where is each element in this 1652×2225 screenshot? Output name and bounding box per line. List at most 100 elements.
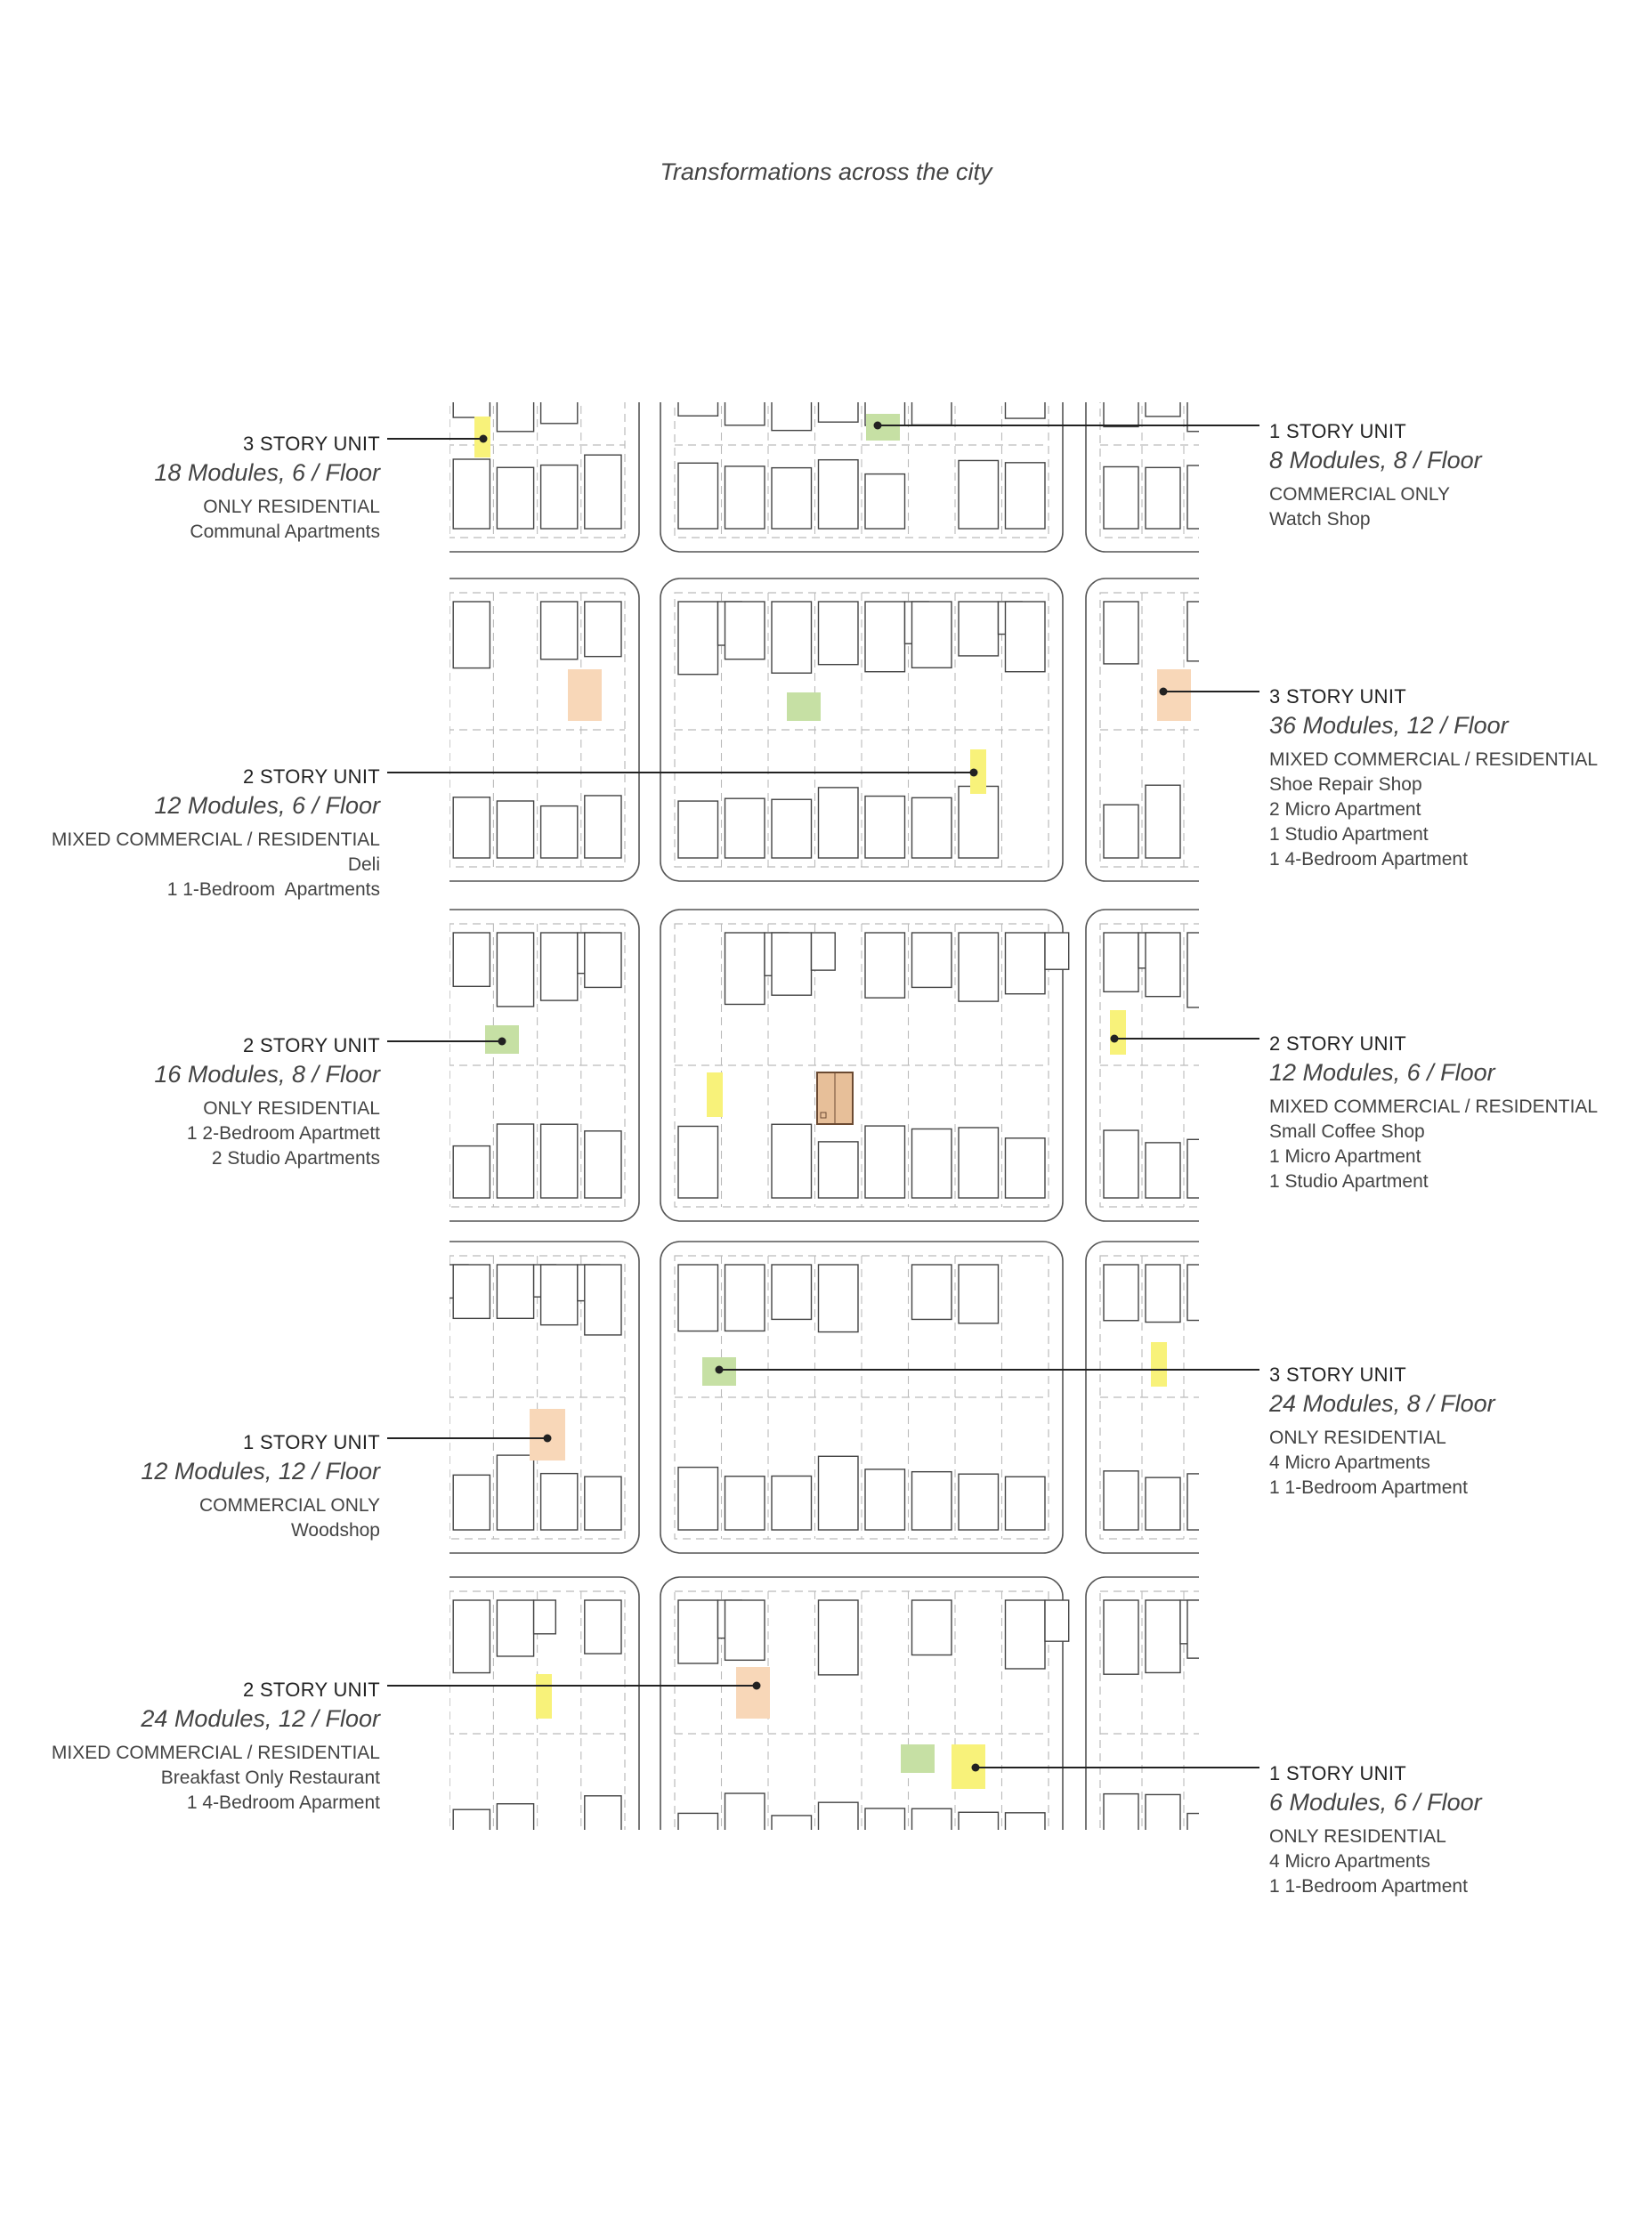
callout-2-story-coffee-shop: 2 STORY UNIT 12 Modules, 6 / Floor MIXED… [1269, 1031, 1652, 1194]
house-footprint [817, 787, 859, 859]
callout-detail: Communal Apartments [190, 522, 380, 542]
callout-details: COMMERCIAL ONLY Woodshop [0, 1493, 380, 1543]
house-footprint [409, 933, 446, 991]
house-footprint [1145, 1793, 1181, 1830]
featured-unit-detail [820, 1112, 827, 1119]
house-footprint [1004, 462, 1046, 530]
callout-detail: 4 Micro Apartments [1269, 1851, 1430, 1872]
house-footprint [724, 1599, 765, 1662]
house-footprint [1229, 465, 1264, 529]
house-footprint [452, 1808, 491, 1830]
house-footprint [539, 1472, 579, 1531]
callout-detail: ONLY RESIDENTIAL [1269, 1826, 1446, 1847]
city-block [660, 402, 1064, 553]
city-block [660, 1241, 1064, 1554]
house-footprint [911, 1128, 952, 1199]
callout-detail: COMMERCIAL ONLY [198, 1495, 380, 1516]
house-footprint [1145, 1599, 1181, 1674]
house-footprint [771, 1264, 813, 1321]
unit-highlight [866, 414, 900, 441]
callout-details: COMMERCIAL ONLY Watch Shop [1269, 482, 1652, 532]
callout-detail: MIXED COMMERCIAL / RESIDENTIAL [1269, 1096, 1599, 1117]
callout-modules: 18 Modules, 6 / Floor [154, 459, 380, 486]
leader-lines [387, 421, 1259, 1772]
house-footprint [677, 462, 719, 530]
house-footprint [584, 1795, 622, 1830]
house-annex [1138, 361, 1159, 400]
leader-dot [969, 768, 978, 777]
callout-2-story-residential: 2 STORY UNIT 16 Modules, 8 / Floor ONLY … [0, 1032, 380, 1171]
callout-2-story-deli: 2 STORY UNIT 12 Modules, 6 / Floor MIXED… [0, 764, 380, 902]
callout-heading: 2 STORY UNIT [243, 1034, 380, 1056]
house-annex [1044, 1599, 1070, 1642]
house-footprint [539, 1264, 579, 1326]
callout-details: MIXED COMMERCIAL / RESIDENTIAL Deli 1 1-… [0, 828, 380, 902]
house-footprint [584, 1130, 622, 1199]
house-footprint [1229, 933, 1264, 1005]
city-block [449, 1576, 640, 1830]
leader-dot [1159, 687, 1168, 696]
house-footprint [1103, 1264, 1139, 1322]
house-footprint [677, 800, 719, 859]
house-footprint [1186, 1473, 1199, 1531]
callout-heading: 1 STORY UNIT [1269, 420, 1406, 442]
house-footprint [1186, 1812, 1199, 1830]
city-block [660, 578, 1064, 882]
house-footprint [409, 361, 446, 426]
house-footprint [677, 1125, 719, 1199]
unit-highlight [736, 1667, 770, 1719]
house-footprint [724, 465, 765, 530]
house-footprint [1229, 789, 1264, 858]
callout-1-story-woodshop: 1 STORY UNIT 12 Modules, 12 / Floor COMM… [0, 1429, 380, 1543]
house-footprint [677, 1812, 719, 1830]
featured-unit [816, 1072, 854, 1125]
house-footprint [911, 1808, 952, 1830]
house-footprint [958, 601, 1000, 657]
house-footprint [817, 1599, 859, 1676]
house-footprint [409, 797, 446, 858]
house-footprint [452, 797, 491, 859]
callout-heading: 3 STORY UNIT [1269, 685, 1406, 708]
callout-modules: 24 Modules, 8 / Floor [1269, 1390, 1495, 1417]
house-footprint [1145, 932, 1181, 998]
house-footprint [911, 1470, 952, 1531]
callout-detail: 1 1-Bedroom Apartment [1269, 1876, 1468, 1897]
callout-heading: 3 STORY UNIT [243, 433, 380, 455]
callout-heading: 1 STORY UNIT [1269, 1762, 1406, 1784]
leader-dot [543, 1434, 552, 1443]
house-footprint [1103, 932, 1139, 993]
house-footprint [496, 402, 535, 433]
callout-detail: 1 Studio Apartment [1269, 824, 1429, 845]
callout-details: ONLY RESIDENTIAL Communal Apartments [0, 495, 380, 545]
callout-detail: Shoe Repair Shop [1269, 774, 1422, 795]
house-footprint [864, 1468, 906, 1531]
house-footprint [539, 805, 579, 859]
house-footprint [771, 466, 813, 530]
house-footprint [1145, 1264, 1181, 1323]
house-footprint [677, 1599, 719, 1664]
house-footprint [677, 1264, 719, 1332]
callout-modules: 8 Modules, 8 / Floor [1269, 447, 1482, 473]
house-footprint [911, 1264, 952, 1321]
house-footprint [771, 1815, 813, 1830]
house-footprint [496, 1599, 535, 1657]
house-footprint [1103, 1599, 1139, 1675]
callout-heading: 1 STORY UNIT [243, 1431, 380, 1453]
house-footprint [452, 1474, 491, 1531]
house-footprint [1186, 932, 1199, 1008]
house-footprint [584, 932, 622, 989]
house-footprint [496, 1454, 535, 1531]
house-footprint [724, 402, 765, 426]
callout-detail: Watch Shop [1269, 509, 1371, 530]
city-block [660, 1576, 1070, 1830]
unit-highlight [568, 669, 602, 721]
callout-2-story-restaurant: 2 STORY UNIT 24 Modules, 12 / Floor MIXE… [0, 1677, 380, 1816]
unit-highlight [1151, 1342, 1167, 1387]
house-footprint [677, 402, 719, 417]
house-footprint [724, 1792, 765, 1830]
house-footprint [771, 1475, 813, 1531]
leader-dot [873, 421, 882, 430]
house-footprint [584, 601, 622, 658]
leader-dot [1110, 1034, 1119, 1043]
house-footprint [452, 1264, 491, 1320]
